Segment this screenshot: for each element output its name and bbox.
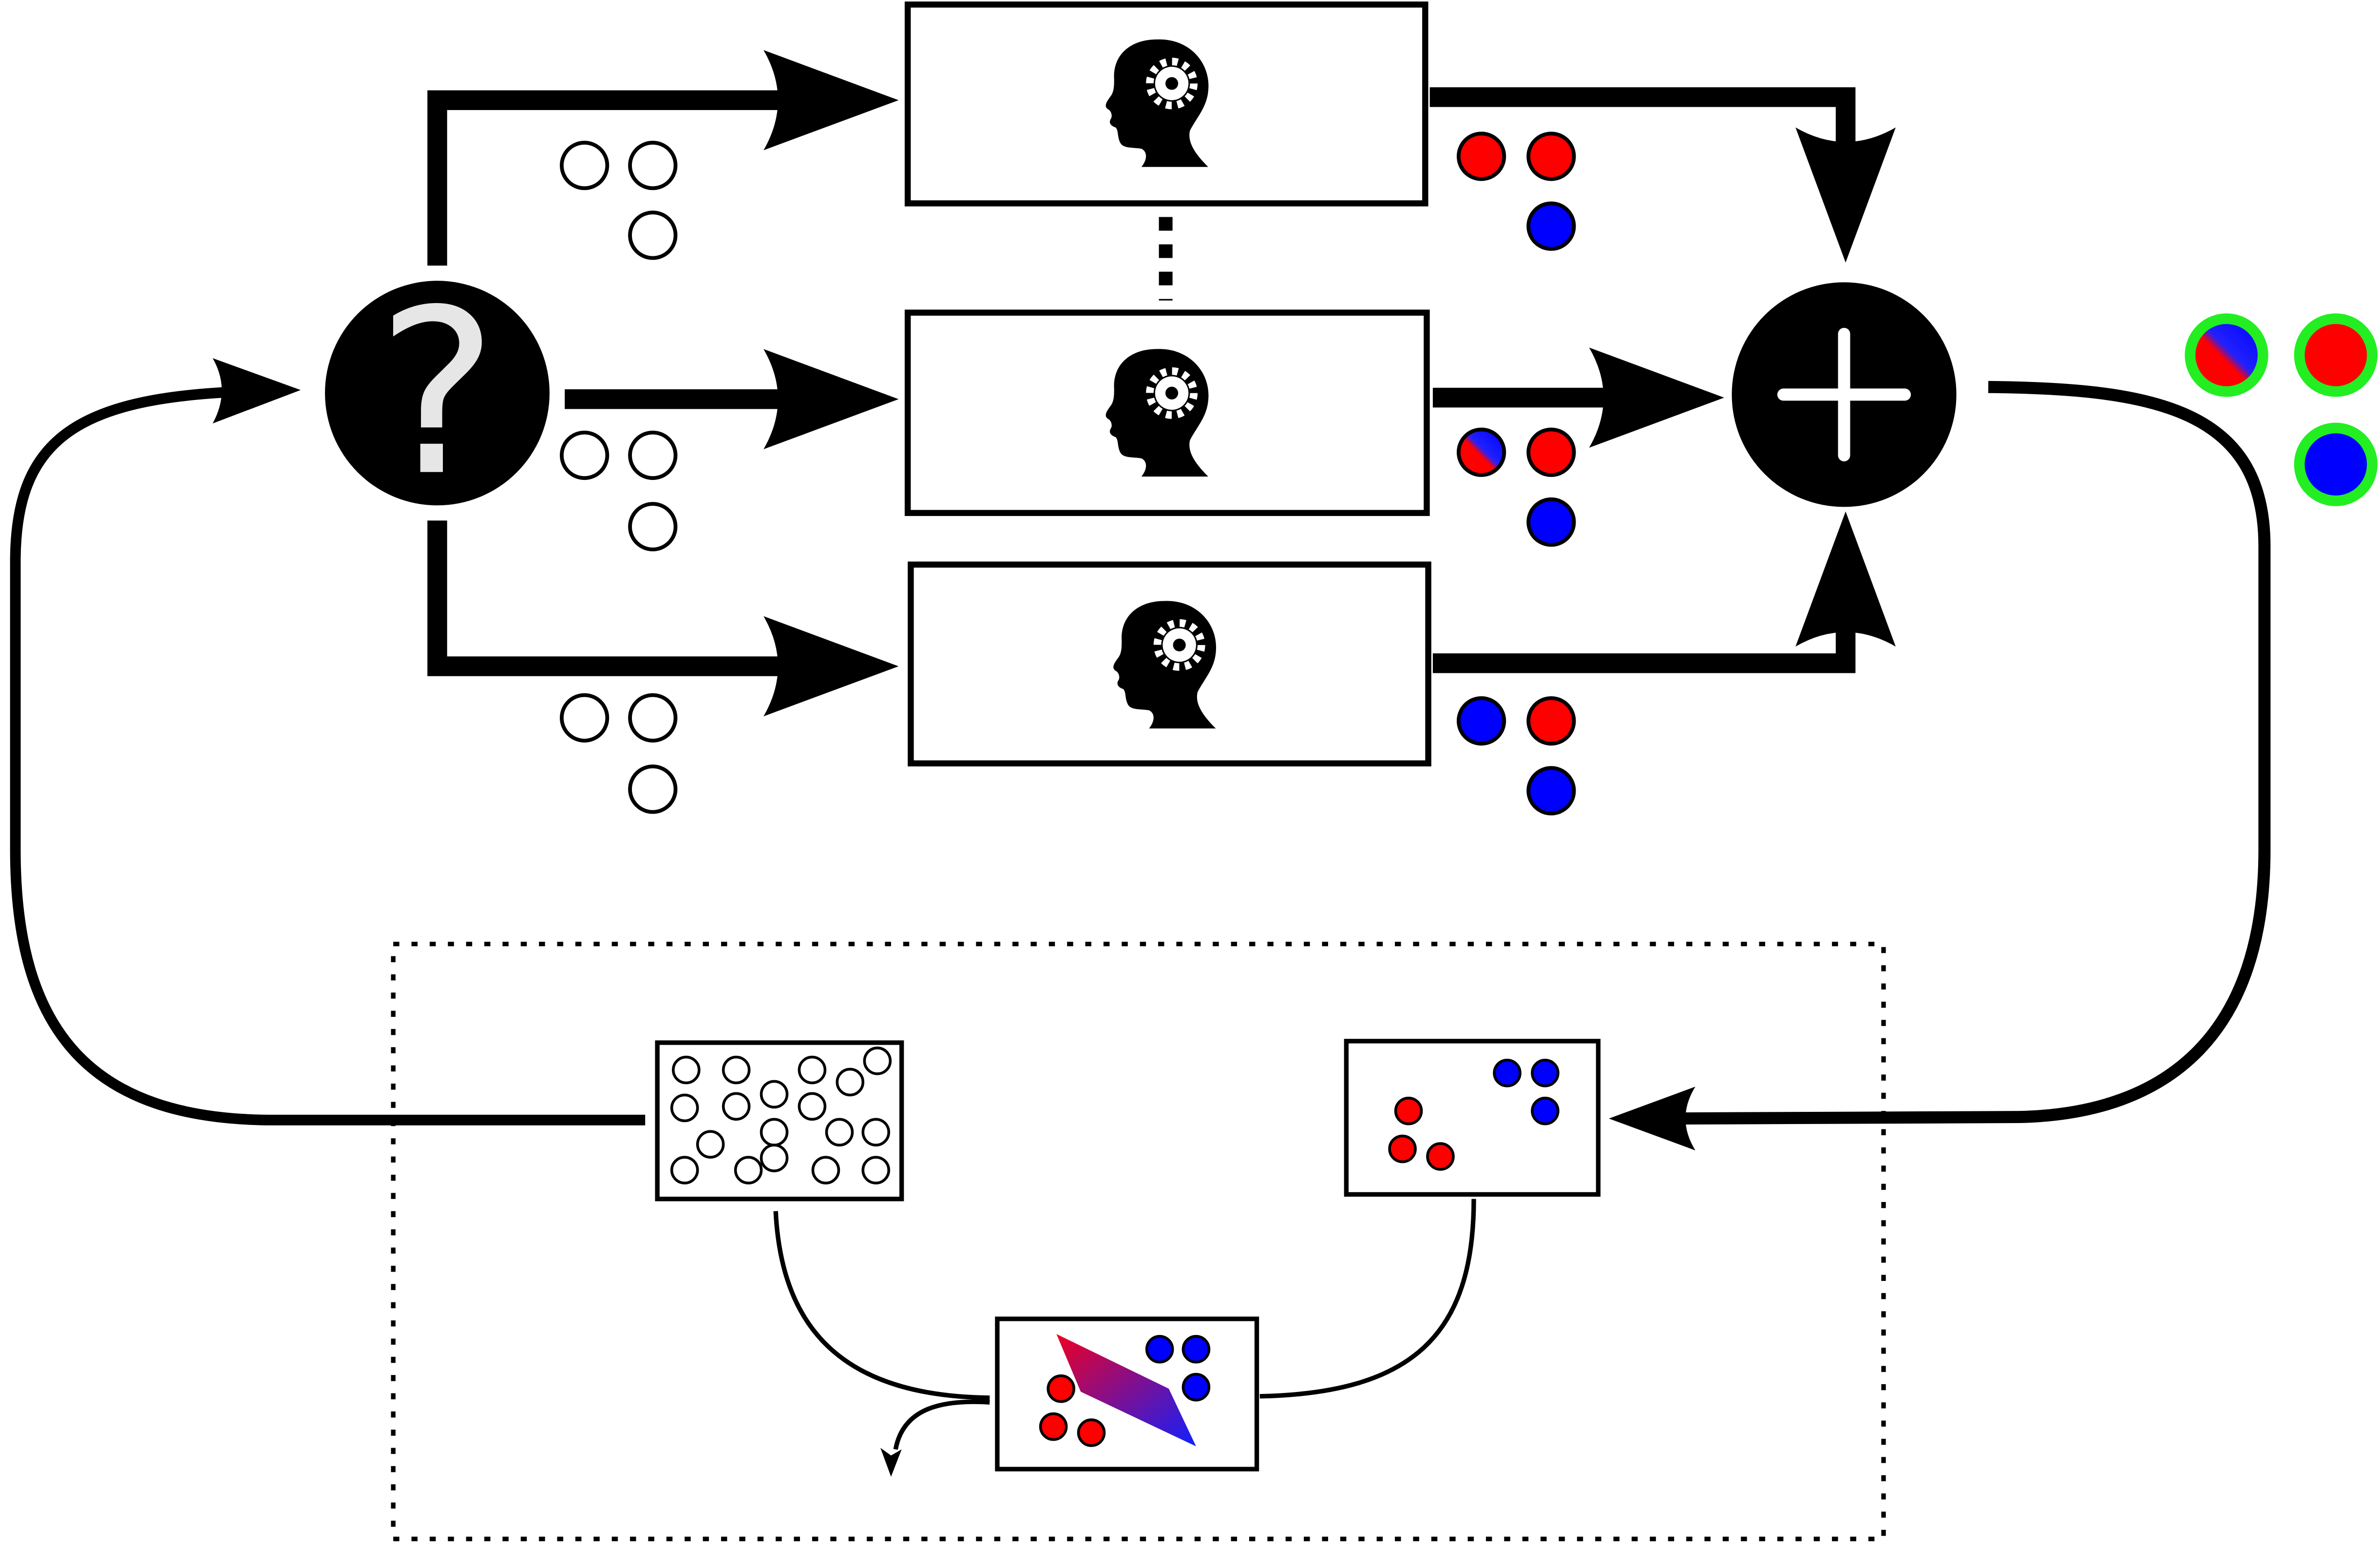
collect-arrow-bottom [1432,607,1856,673]
sample-circle [628,693,678,743]
arrowhead-down [1795,127,1896,263]
arrowhead-middle [763,349,899,450]
pool-sample [760,1118,789,1147]
pool-sample [672,1055,701,1085]
pool-samples [670,1047,892,1184]
labeled-red-sample [1394,1096,1423,1125]
model-loop-region [391,941,1886,1542]
sample-circle [628,210,678,260]
pool-sample [861,1118,890,1147]
query-node: ? [324,261,550,526]
labeled-blue-sample [1493,1058,1522,1087]
labeled-blue-sample [1531,1096,1560,1125]
annotator-box-1 [904,1,1428,207]
labeled-red-sample [1426,1142,1455,1171]
classified-red-sample [1047,1374,1076,1403]
consensus-mixed [2185,313,2268,397]
question-mark-icon: ? [377,261,497,526]
labeled-red-sample [1388,1134,1417,1164]
pool-sample [722,1055,751,1085]
arrowhead-bottom [763,616,899,717]
labeled-to-classifier-link [1259,1199,1476,1399]
sample-circle [560,430,609,480]
label-blue [1526,201,1576,251]
annotator-box-3 [908,561,1431,767]
pool-sample [798,1055,827,1085]
arrowhead-right [1589,347,1724,448]
consensus-red [2294,313,2378,397]
arrowhead-up [1795,511,1896,647]
consensus-labels [2185,313,2378,506]
classified-blue-sample [1181,1335,1211,1364]
label-mixed [1456,427,1506,477]
annotator-labels [1456,132,1576,816]
pool-sample [670,1093,699,1123]
pool-sample [760,1080,789,1109]
pool-sample [696,1130,725,1159]
dispatch-arrow-top [427,90,790,266]
feedback-path-left [10,386,646,1125]
label-blue [1526,497,1576,547]
sample-circle [628,502,678,552]
sample-circle [628,430,678,480]
pool-sample [760,1144,789,1172]
pool-sample [734,1156,763,1184]
plus-icon [1777,327,1911,461]
pool-sample [825,1118,854,1147]
sample-circle [560,140,609,191]
pool-sample [811,1156,840,1184]
unlabeled-pool-box [655,1040,904,1202]
arrowhead-top [763,50,899,151]
arrowhead-left [1609,1087,1695,1151]
classifier-box [995,1316,1259,1471]
dispatch-arrow-bottom [427,520,790,676]
aggregate-node [1732,282,1957,507]
unlabeled-samples [560,140,678,814]
classifier-output-arrowhead [880,1448,902,1477]
label-red [1526,132,1576,181]
label-blue [1526,766,1576,816]
classified-red-sample [1077,1418,1106,1447]
label-red [1456,132,1506,181]
pool-sample [861,1156,890,1184]
sample-circle [628,140,678,191]
classified-blue-sample [1181,1373,1211,1402]
classified-blue-sample [1145,1335,1174,1364]
arrowhead-into-query [212,358,301,424]
sample-circle [560,693,609,743]
pool-sample [798,1092,827,1121]
label-red [1526,427,1576,477]
dispatch-arrows [427,90,790,676]
decision-boundary-plane [1056,1334,1196,1447]
sample-circle [628,764,678,814]
annotator-box-2 [904,309,1430,516]
pool-to-classifier-link [773,1211,990,1400]
classifier-output-link [893,1399,990,1450]
consensus-blue [2294,422,2378,506]
labeled-blue-sample [1531,1058,1560,1087]
classified-red-sample [1039,1412,1068,1441]
pool-sample [836,1068,865,1097]
pool-sample [863,1047,892,1075]
pool-sample [722,1092,751,1121]
pool-sample [670,1156,699,1184]
feedback-path-right [1669,381,2271,1125]
label-blue [1456,696,1506,746]
labeled-pool-box [1344,1039,1601,1197]
label-red [1526,696,1576,746]
